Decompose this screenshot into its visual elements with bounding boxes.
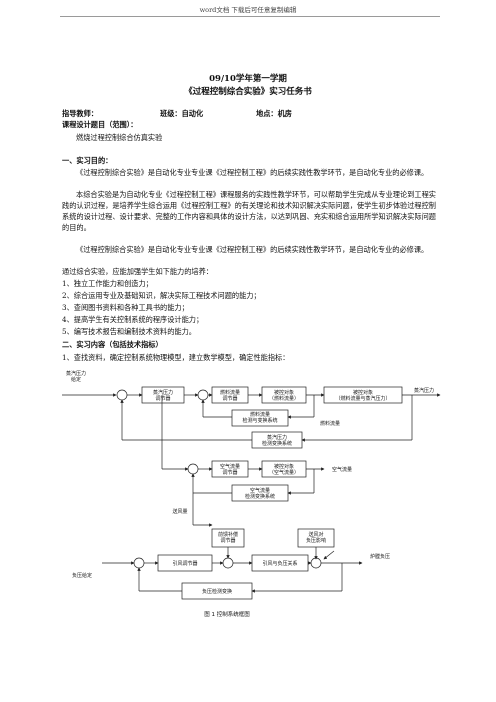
label-fan-plant: 引风与负压关系 <box>262 560 297 567</box>
ability-item-4: 4、提高学生有关控制系统的程序设计能力； <box>62 315 204 324</box>
ability-item-3: 3、查阅图书资料和各种工具书的能力； <box>62 303 189 312</box>
section1-para3: 《过程控制综合实验》是自动化专业专业课《过程控制工程》的后续实践性教学环节，是自… <box>76 245 429 254</box>
label-plant-fuel: 被控对象（燃料流量） <box>269 389 299 402</box>
sum-junction-5 <box>222 557 234 569</box>
section1-para1: 《过程控制综合实验》是自动化专业专业课《过程控制工程》的后续实践性教学环节，是自… <box>76 168 429 177</box>
label-fuel-controller: 燃料流量调节器 <box>220 389 240 402</box>
topic-label: 课程设计题目（范围）： <box>62 120 138 129</box>
label-plant-air: 被控对象（空气流量） <box>269 463 299 476</box>
label-pressure-setpoint: 负压给定 <box>72 572 92 579</box>
label-fuel-measure: 燃料流量检测与变换系统 <box>242 411 277 424</box>
ability-item-2: 2、综合运用专业及基础知识，解决实际工程技术问题的能力； <box>62 291 261 300</box>
label-air-measure: 空气流量检测变换系统 <box>245 487 275 500</box>
sum-junction-4 <box>133 557 145 569</box>
control-block-diagram: 蒸汽压力给定 蒸汽压力调节器 燃料流量调节器 被控对象（燃料流量） 被控对象（燃… <box>62 370 441 618</box>
sum-junction-6 <box>310 557 322 569</box>
label-air-ratio: 送风量 <box>172 508 187 515</box>
ability-item-5: 5、编写技术报告和编制技术资料的能力。 <box>62 327 196 336</box>
page-header: word文档 下载后可任意复制编辑 <box>199 6 297 14</box>
sum-junction-3 <box>187 463 199 475</box>
topic-value: 燃烧过程控制综合仿真实验 <box>76 133 163 142</box>
label-pressure-measure: 负压检测变换 <box>202 588 232 595</box>
label-steam-controller: 蒸汽压力调节器 <box>153 389 173 402</box>
label-fan-controller: 引风调节器 <box>172 560 197 567</box>
section1-para2: 本综合实验是为自动化专业《过程控制工程》课程服务的实践性教学环节，可以帮助学生完… <box>62 190 436 232</box>
figure-caption: 图 1 控制系统框图 <box>204 610 250 618</box>
header-divider <box>60 16 440 17</box>
ability-item-1: 1、独立工作能力和创造力； <box>62 279 153 288</box>
block-fuel-measure <box>231 409 289 427</box>
label-air-flow: 空气流量 <box>332 466 352 473</box>
sum-junction-1 <box>116 389 128 401</box>
label-steam-setpoint: 蒸汽压力给定 <box>66 370 86 383</box>
location-label: 地点：机房 <box>256 109 292 118</box>
class-label: 班级：自动化 <box>160 109 204 118</box>
section1-heading: 一、实习目的： <box>62 156 113 165</box>
section2-item1: 1、查找资料，确定控制系统物理模型，建立数学模型，确定性能指标： <box>62 353 290 362</box>
label-fan-effect: 送风对负压影响 <box>306 531 326 544</box>
label-load: 炉膛负压 <box>370 553 390 560</box>
label-air-controller: 空气流量调节器 <box>220 463 240 476</box>
label-steam-measure: 蒸汽压力检测变换系统 <box>262 434 292 447</box>
label-steam-out: 蒸汽压力 <box>414 387 434 394</box>
section1-intro: 通过综合实验，应能加强学生如下能力的培养： <box>62 267 213 276</box>
label-plant-steam: 被控对象（燃料流量与蒸汽压力） <box>335 389 390 402</box>
doc-title-main: 《过程控制综合实验》实习任务书 <box>184 87 312 97</box>
section2-heading: 二、实习内容（包括技术指标） <box>62 340 163 349</box>
teacher-label: 指导教师： <box>62 109 98 118</box>
label-feedforward: 前馈补偿调节器 <box>218 531 238 544</box>
doc-title-term: 09/10学年第一学期 <box>209 74 287 84</box>
sum-junction-2 <box>197 389 209 401</box>
label-fuel-flow: 燃料流量 <box>320 420 340 427</box>
